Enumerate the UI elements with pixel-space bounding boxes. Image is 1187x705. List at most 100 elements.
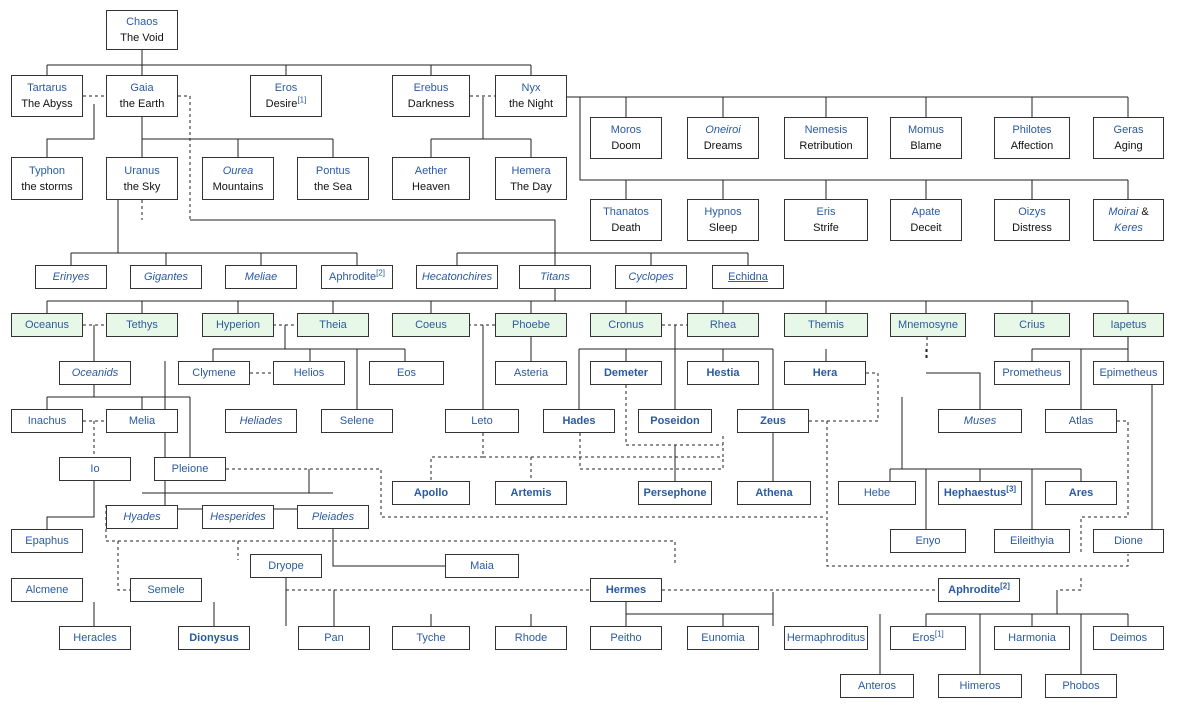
node-dione[interactable]: Dione bbox=[1093, 529, 1164, 553]
node-coeus[interactable]: Coeus bbox=[392, 313, 470, 337]
node-inachus[interactable]: Inachus bbox=[11, 409, 83, 433]
node-persephone[interactable]: Persephone bbox=[638, 481, 712, 505]
node-eileithyia[interactable]: Eileithyia bbox=[994, 529, 1070, 553]
node-ares[interactable]: Ares bbox=[1045, 481, 1117, 505]
node-alcmene[interactable]: Alcmene bbox=[11, 578, 83, 602]
node-hermes[interactable]: Hermes bbox=[590, 578, 662, 602]
node-phoebe[interactable]: Phoebe bbox=[495, 313, 567, 337]
node-heracles[interactable]: Heracles bbox=[59, 626, 131, 650]
node-hebe[interactable]: Hebe bbox=[838, 481, 916, 505]
node-himeros[interactable]: Himeros bbox=[938, 674, 1022, 698]
node-zeus[interactable]: Zeus bbox=[737, 409, 809, 433]
node-poseidon[interactable]: Poseidon bbox=[638, 409, 712, 433]
node-semele[interactable]: Semele bbox=[130, 578, 202, 602]
node-epimetheus[interactable]: Epimetheus bbox=[1093, 361, 1164, 385]
node-titans[interactable]: Titans bbox=[519, 265, 591, 289]
node-hestia[interactable]: Hestia bbox=[687, 361, 759, 385]
node-maia[interactable]: Maia bbox=[445, 554, 519, 578]
node-anteros[interactable]: Anteros bbox=[840, 674, 914, 698]
node-tyche[interactable]: Tyche bbox=[392, 626, 470, 650]
node-eros-second[interactable]: Eros[1] bbox=[890, 626, 966, 650]
node-iapetus[interactable]: Iapetus bbox=[1093, 313, 1164, 337]
node-eunomia[interactable]: Eunomia bbox=[687, 626, 759, 650]
node-themis[interactable]: Themis bbox=[784, 313, 868, 337]
node-selene[interactable]: Selene bbox=[321, 409, 393, 433]
node-enyo[interactable]: Enyo bbox=[890, 529, 966, 553]
node-mnemosyne[interactable]: Mnemosyne bbox=[890, 313, 966, 337]
node-erinyes[interactable]: Erinyes bbox=[35, 265, 107, 289]
node-asteria[interactable]: Asteria bbox=[495, 361, 567, 385]
node-artemis[interactable]: Artemis bbox=[495, 481, 567, 505]
node-hyades[interactable]: Hyades bbox=[106, 505, 178, 529]
node-hephaestus[interactable]: Hephaestus[3] bbox=[938, 481, 1022, 505]
node-gigantes[interactable]: Gigantes bbox=[130, 265, 202, 289]
node-theia[interactable]: Theia bbox=[297, 313, 369, 337]
node-cronus[interactable]: Cronus bbox=[590, 313, 662, 337]
node-helios[interactable]: Helios bbox=[273, 361, 345, 385]
node-dryope[interactable]: Dryope bbox=[250, 554, 322, 578]
node-rhode[interactable]: Rhode bbox=[495, 626, 567, 650]
node-cyclopes[interactable]: Cyclopes bbox=[615, 265, 687, 289]
node-clymene[interactable]: Clymene bbox=[178, 361, 250, 385]
node-atlas[interactable]: Atlas bbox=[1045, 409, 1117, 433]
node-oceanids[interactable]: Oceanids bbox=[59, 361, 131, 385]
node-pleiades[interactable]: Pleiades bbox=[297, 505, 369, 529]
node-harmonia[interactable]: Harmonia bbox=[994, 626, 1070, 650]
node-rhea[interactable]: Rhea bbox=[687, 313, 759, 337]
node-moirai-keres[interactable]: Moirai &Keres bbox=[1093, 199, 1164, 241]
node-hermaphroditus[interactable]: Hermaphroditus bbox=[784, 626, 868, 650]
node-aphrodite-first[interactable]: Aphrodite[2] bbox=[321, 265, 393, 289]
node-apollo[interactable]: Apollo bbox=[392, 481, 470, 505]
node-echidna[interactable]: Echidna bbox=[712, 265, 784, 289]
node-aphrodite-second[interactable]: Aphrodite[2] bbox=[938, 578, 1020, 602]
node-io[interactable]: Io bbox=[59, 457, 131, 481]
node-muses[interactable]: Muses bbox=[938, 409, 1022, 433]
node-pan[interactable]: Pan bbox=[298, 626, 370, 650]
node-hyperion[interactable]: Hyperion bbox=[202, 313, 274, 337]
node-hera[interactable]: Hera bbox=[784, 361, 866, 385]
node-peitho[interactable]: Peitho bbox=[590, 626, 662, 650]
node-prometheus[interactable]: Prometheus bbox=[994, 361, 1070, 385]
node-deimos[interactable]: Deimos bbox=[1093, 626, 1164, 650]
node-pleione[interactable]: Pleione bbox=[154, 457, 226, 481]
node-athena[interactable]: Athena bbox=[737, 481, 811, 505]
node-melia[interactable]: Melia bbox=[106, 409, 178, 433]
node-demeter[interactable]: Demeter bbox=[590, 361, 662, 385]
node-crius[interactable]: Crius bbox=[994, 313, 1070, 337]
node-eos[interactable]: Eos bbox=[369, 361, 444, 385]
node-leto[interactable]: Leto bbox=[445, 409, 519, 433]
node-hesperides[interactable]: Hesperides bbox=[202, 505, 274, 529]
node-tethys[interactable]: Tethys bbox=[106, 313, 178, 337]
node-hades[interactable]: Hades bbox=[543, 409, 615, 433]
node-hecatonchires[interactable]: Hecatonchires bbox=[416, 265, 498, 289]
node-dionysus[interactable]: Dionysus bbox=[178, 626, 250, 650]
node-oceanus[interactable]: Oceanus bbox=[11, 313, 83, 337]
node-meliae[interactable]: Meliae bbox=[225, 265, 297, 289]
node-phobos[interactable]: Phobos bbox=[1045, 674, 1117, 698]
node-epaphus[interactable]: Epaphus bbox=[11, 529, 83, 553]
node-heliades[interactable]: Heliades bbox=[225, 409, 297, 433]
